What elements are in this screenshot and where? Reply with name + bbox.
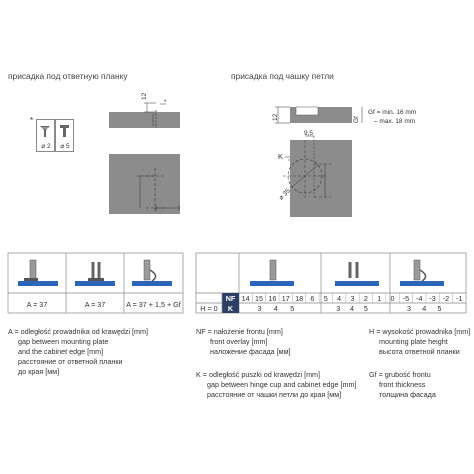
legend-nf-line-3: наложение фасада [мм] xyxy=(210,347,291,356)
nf-cell: 15 xyxy=(255,294,264,303)
nf-row-label: NF xyxy=(225,294,236,303)
k-row-label: K xyxy=(227,304,234,313)
right-hinge-table xyxy=(195,252,467,314)
left-panel-front xyxy=(109,154,180,214)
screw-box-2 xyxy=(55,119,74,152)
k-cell: 4 xyxy=(273,304,278,313)
nf-cell: 5 xyxy=(323,294,328,303)
k-cell: 5 xyxy=(437,304,442,313)
pan-screw-icon xyxy=(60,125,69,137)
right-dim-9-5: 9,5 xyxy=(304,130,314,137)
table-left-value-1: A = 37 xyxy=(26,300,48,309)
legend-gf-line-3: толщина фасада xyxy=(379,390,436,399)
legend-h-line-1: H = wysokość prowadnika [mm] xyxy=(369,327,471,336)
nf-cell: -1 xyxy=(456,294,463,303)
k-cell: 3 xyxy=(336,304,341,313)
legend-a-line-2: gap between mounting plate xyxy=(18,337,109,346)
legend-a-line-3: and the cabinet edge [mm] xyxy=(18,347,104,356)
gf-max-note: – max. 18 mm xyxy=(374,118,416,125)
nf-cell: -2 xyxy=(442,294,450,303)
nf-cell: 16 xyxy=(268,294,277,303)
legend-a-line-1: A = odległość prowadnika od krawędzi [mm… xyxy=(8,327,149,336)
legend-h-line-2: mounting plate height xyxy=(379,337,448,346)
nf-cell: 4 xyxy=(337,294,342,303)
door-panel-shape xyxy=(250,281,294,286)
nf-cell: 17 xyxy=(281,294,290,303)
legend-gf-line-2: front thickness xyxy=(379,380,426,389)
legend-k-line-3: расстояние от чашки петли до края [мм] xyxy=(207,390,342,399)
legend-nf-line-1: NF = nałożenie frontu [mm] xyxy=(196,327,283,336)
heading-mounting-plate-drilling: присадка под ответную планку xyxy=(8,71,128,81)
asterisk-icon: * xyxy=(30,116,33,125)
k-cell: 4 xyxy=(422,304,427,313)
legend-nf-line-2: front overlay [mm] xyxy=(210,337,268,346)
k-cell: 4 xyxy=(350,304,355,313)
left-panel-section xyxy=(109,112,180,128)
right-label-k: K xyxy=(278,152,284,161)
nf-cell: 2 xyxy=(363,294,368,303)
legend-h-line-3: высота ответной планки xyxy=(379,347,460,356)
svg-text:*: * xyxy=(164,100,167,106)
legend-a-line-4: расстояние от ответной планки xyxy=(18,357,123,366)
nf-cell: -5 xyxy=(402,294,410,303)
nf-cell: 14 xyxy=(241,294,250,303)
nf-cell: -3 xyxy=(429,294,436,303)
door-panel-shape xyxy=(400,281,444,286)
door-panel-shape xyxy=(132,281,172,286)
k-cell: 5 xyxy=(363,304,368,313)
left-hinge-table xyxy=(7,252,184,314)
k-cell: 3 xyxy=(407,304,411,313)
nf-cell: 18 xyxy=(295,294,304,303)
right-panel-front xyxy=(290,140,352,217)
countersunk-screw-icon xyxy=(40,126,50,137)
h0-label: H = 0 xyxy=(200,304,218,313)
nf-cell: 3 xyxy=(350,294,355,303)
door-panel-shape xyxy=(335,281,379,286)
legend-gf-line-1: Gf = grubość frontu xyxy=(369,370,431,379)
table-left-value-2: A = 37 xyxy=(84,300,106,309)
nf-cell: 6 xyxy=(310,294,315,303)
screw-box-1 xyxy=(36,119,55,152)
heading-hinge-cup-drilling: присадка под чашку петли xyxy=(231,71,334,81)
screw-diameter-5: ⌀ 5 xyxy=(60,143,70,150)
gf-min-note: Gf = min. 16 mm xyxy=(368,109,417,116)
nf-cell: 0 xyxy=(390,294,395,303)
door-panel-shape xyxy=(18,281,58,286)
legend-k-line-1: K = odległość puszki od krawędzi [mm] xyxy=(196,370,321,379)
legend-a-line-5: до края [мм] xyxy=(18,367,60,376)
nf-cell: -4 xyxy=(416,294,423,303)
table-left-value-3: A = 37 + 1,5 + Gf xyxy=(126,300,181,309)
k-cell: 5 xyxy=(290,304,295,313)
nf-cell: 1 xyxy=(377,294,382,303)
legend-k-line-2: gap between hinge cup and cabinet edge [… xyxy=(207,380,357,389)
k-cell: 3 xyxy=(257,304,262,313)
screw-diameter-2: ⌀ 2 xyxy=(41,143,51,150)
door-panel-shape xyxy=(75,281,115,286)
